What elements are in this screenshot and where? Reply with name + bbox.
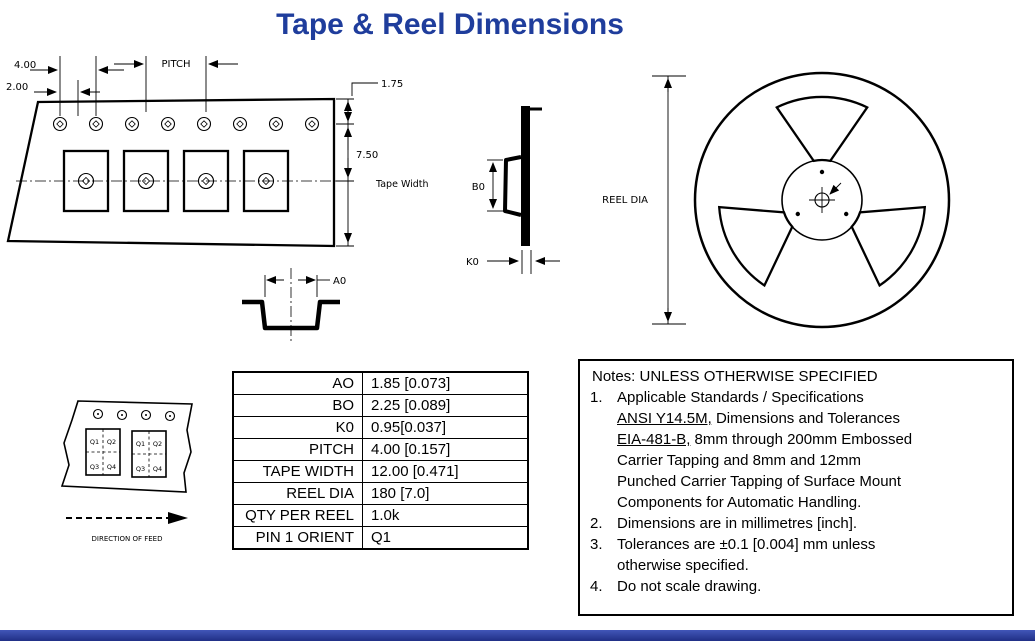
quadrant-q3-label: Q3 xyxy=(136,465,145,473)
table-row-label: TAPE WIDTH xyxy=(232,460,363,483)
footer-accent-bar xyxy=(0,630,1035,641)
table-row-label: AO xyxy=(232,371,363,395)
table-row-value: 4.00 [0.157] xyxy=(362,438,529,461)
quadrant-q2-label: Q2 xyxy=(107,438,116,446)
table-row-value: Q1 xyxy=(362,526,529,550)
note-1-line-2: Dimensions and Tolerances xyxy=(711,410,900,427)
reel-drawing: REEL DIA xyxy=(602,71,951,329)
note-3-line-1: Tolerances are ±0.1 [0.004] mm unless xyxy=(617,536,876,553)
feed-arrowhead xyxy=(168,512,188,524)
note-number: 3. xyxy=(590,536,603,553)
quadrant-q4-label: Q4 xyxy=(107,463,116,471)
tape-width-label: Tape Width xyxy=(375,179,429,190)
reel-hub-center xyxy=(795,169,849,217)
dim-4-00-label: 4.00 xyxy=(14,60,36,71)
pocket-section-a0: A0 xyxy=(242,268,346,342)
quadrant-q1-label: Q1 xyxy=(90,438,99,446)
note-text: Tolerances are ±0.1 [0.004] mm unless ot… xyxy=(617,534,1002,576)
table-row-value: 1.0k xyxy=(362,504,529,527)
dim-2-00-label: 2.00 xyxy=(6,82,28,93)
pitch-label: PITCH xyxy=(161,59,190,70)
reel-outer-circle xyxy=(693,71,951,329)
dim-1-75-label: 1.75 xyxy=(381,79,403,90)
orientation-pocket-b: Q1 Q2 Q3 Q4 xyxy=(131,430,167,478)
note-1-line-6: Components for Automatic Handling. xyxy=(617,494,862,511)
note-1-line-5: Punched Carrier Tapping of Surface Mount xyxy=(617,473,902,490)
note-item-2: 2. Dimensions are in millimetres [inch]. xyxy=(590,513,1002,534)
carrier-tape-top-view: 4.00 2.00 PITCH xyxy=(6,56,429,248)
dimension-4-00: 4.00 xyxy=(14,56,124,116)
pocket-bump xyxy=(503,155,522,217)
table-row-value: 12.00 [0.471] xyxy=(362,460,529,483)
tape-cross-section: B0 K0 xyxy=(466,106,560,274)
table-row-label: K0 xyxy=(232,416,363,439)
orientation-drawing: Q1 Q2 Q3 Q4 Q1 Q2 Q3 Q4 DIRECTION OF FEE… xyxy=(60,400,193,543)
dim-7-50-label: 7.50 xyxy=(356,150,378,161)
note-1-line-3: 8mm through 200mm Embossed xyxy=(690,431,913,448)
quadrant-q4-label: Q4 xyxy=(153,465,162,473)
table-row-label: BO xyxy=(232,394,363,417)
dimension-reel-dia: REEL DIA xyxy=(602,75,686,325)
table-row-label: QTY PER REEL xyxy=(232,504,363,527)
note-number: 4. xyxy=(590,578,603,595)
sprocket-holes xyxy=(52,116,320,132)
tape-web xyxy=(521,106,530,246)
notes-box: Notes: UNLESS OTHERWISE SPECIFIED 1. App… xyxy=(578,359,1014,616)
dim-b0-label: B0 xyxy=(472,182,485,193)
note-item-3: 3. Tolerances are ±0.1 [0.004] mm unless… xyxy=(590,534,1002,576)
orientation-sprocket-holes xyxy=(92,408,176,422)
note-number: 1. xyxy=(590,389,603,406)
note-item-4: 4. Do not scale drawing. xyxy=(590,576,1002,597)
dimension-right-stack: 1.75 7.50 Tape Width xyxy=(336,79,429,247)
table-row-value: 0.95[0.037] xyxy=(362,416,529,439)
note-text: Do not scale drawing. xyxy=(617,578,762,595)
ansi-standard-ref: ANSI Y14.5M, xyxy=(617,410,712,427)
reel-hub-circle xyxy=(781,159,863,241)
table-row-value: 180 [7.0] xyxy=(362,482,529,505)
direction-of-feed-arrow xyxy=(66,512,188,524)
note-3-line-2: otherwise specified. xyxy=(617,557,749,574)
dimension-2-00: 2.00 xyxy=(6,80,100,116)
notes-header: Notes: UNLESS OTHERWISE SPECIFIED xyxy=(592,368,878,385)
direction-of-feed-label: DIRECTION OF FEED xyxy=(92,535,163,543)
note-item-1: 1. Applicable Standards / Specifications… xyxy=(590,387,1002,513)
page-title: Tape & Reel Dimensions xyxy=(276,8,624,41)
note-1-line-4: Carrier Tapping and 8mm and 12mm xyxy=(617,452,862,469)
note-text: Dimensions are in millimetres [inch]. xyxy=(617,515,858,532)
dimension-pitch: PITCH xyxy=(114,56,238,112)
dim-a0-label: A0 xyxy=(333,276,346,287)
eia-standard-ref: EIA-481-B, xyxy=(617,431,691,448)
dim-k0-label: K0 xyxy=(466,257,479,268)
reel-dia-label: REEL DIA xyxy=(602,195,648,206)
table-row-label: REEL DIA xyxy=(232,482,363,505)
table-row-label: PIN 1 ORIENT xyxy=(232,526,363,550)
note-text: Applicable Standards / Specifications AN… xyxy=(617,387,1002,513)
note-number: 2. xyxy=(590,515,603,532)
quadrant-q3-label: Q3 xyxy=(90,463,99,471)
table-row-value: 1.85 [0.073] xyxy=(362,371,529,395)
orientation-pocket-a: Q1 Q2 Q3 Q4 xyxy=(85,428,121,476)
quadrant-q2-label: Q2 xyxy=(153,440,162,448)
table-row-label: PITCH xyxy=(232,438,363,461)
quadrant-q1-label: Q1 xyxy=(136,440,145,448)
tape-outline xyxy=(6,97,336,248)
note-1-line-1: Applicable Standards / Specifications xyxy=(617,389,864,406)
orientation-tape-outline xyxy=(60,400,193,493)
table-row-value: 2.25 [0.089] xyxy=(362,394,529,417)
